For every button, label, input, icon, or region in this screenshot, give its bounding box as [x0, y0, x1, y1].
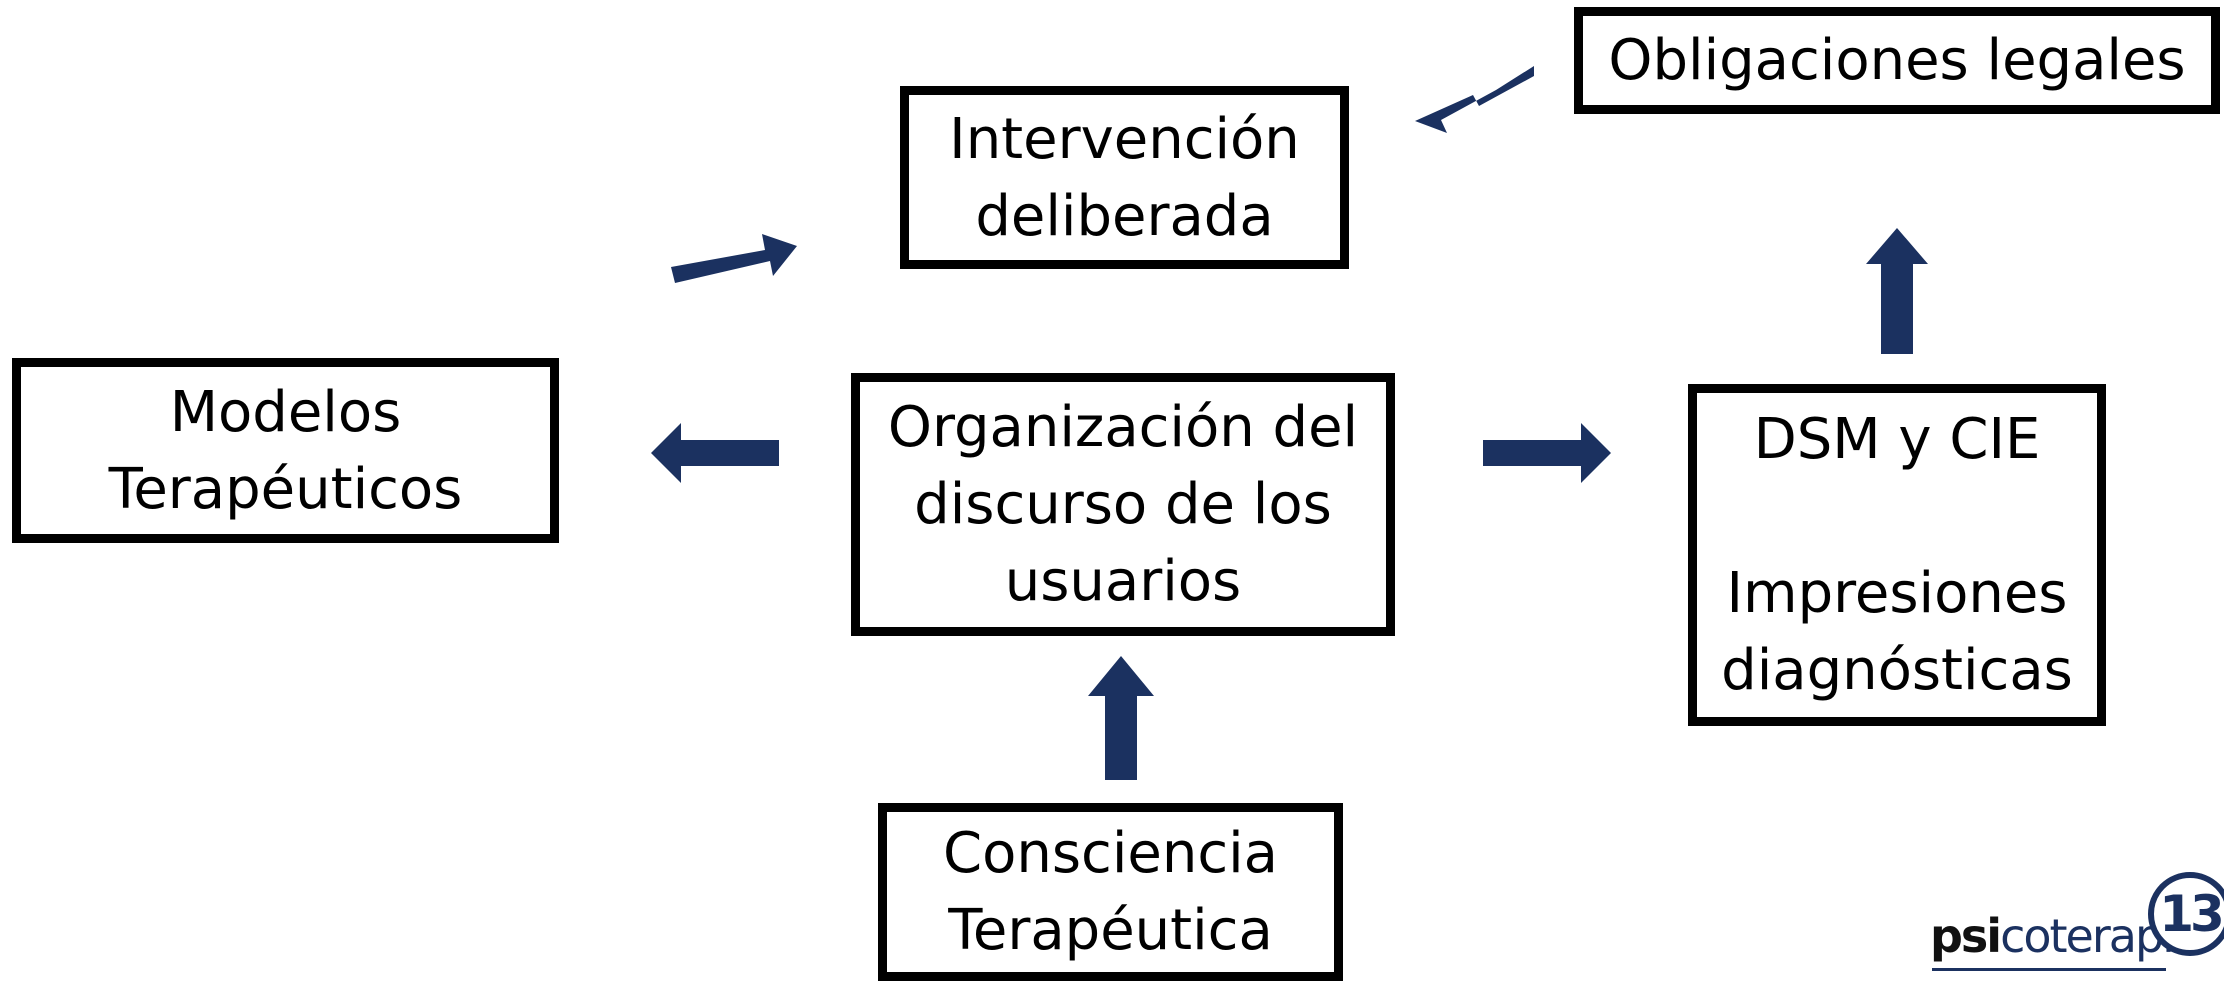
node-obligaciones: Obligaciones legales — [1574, 7, 2220, 114]
logo-number: 13 — [2159, 885, 2224, 943]
arrow-obligaciones-to-intervencion — [1415, 66, 1534, 133]
node-intervencion-label: Intervención deliberada — [949, 106, 1300, 249]
node-dsm-label: DSM y CIE Impresiones diagnósticas — [1721, 407, 2073, 703]
node-consciencia: Consciencia Terapéutica — [878, 803, 1343, 981]
arrow-organizacion-to-dsm — [1483, 423, 1611, 483]
node-modelos: Modelos Terapéuticos — [12, 358, 559, 543]
node-consciencia-label: Consciencia Terapéutica — [943, 821, 1278, 963]
arrow-organizacion-to-modelos — [651, 423, 779, 483]
node-intervencion: Intervención deliberada — [900, 86, 1349, 269]
node-dsm: DSM y CIE Impresiones diagnósticas — [1688, 384, 2106, 726]
logo-underline — [1932, 968, 2166, 971]
psicoterapia13-logo: psicoterapia 13 — [1930, 868, 2224, 983]
arrow-dsm-to-obligaciones — [1866, 228, 1928, 354]
node-organizacion-label: Organización del discurso de los usuario… — [887, 395, 1359, 614]
arrow-modelos-to-intervencion — [671, 234, 797, 283]
node-modelos-label: Modelos Terapéuticos — [108, 379, 463, 522]
arrow-consciencia-to-organizacion — [1088, 656, 1154, 780]
node-organizacion: Organización del discurso de los usuario… — [851, 373, 1395, 636]
logo-circle-icon: 13 — [2148, 872, 2224, 956]
node-obligaciones-label: Obligaciones legales — [1608, 28, 2186, 93]
logo-prefix: psi — [1930, 909, 2002, 963]
